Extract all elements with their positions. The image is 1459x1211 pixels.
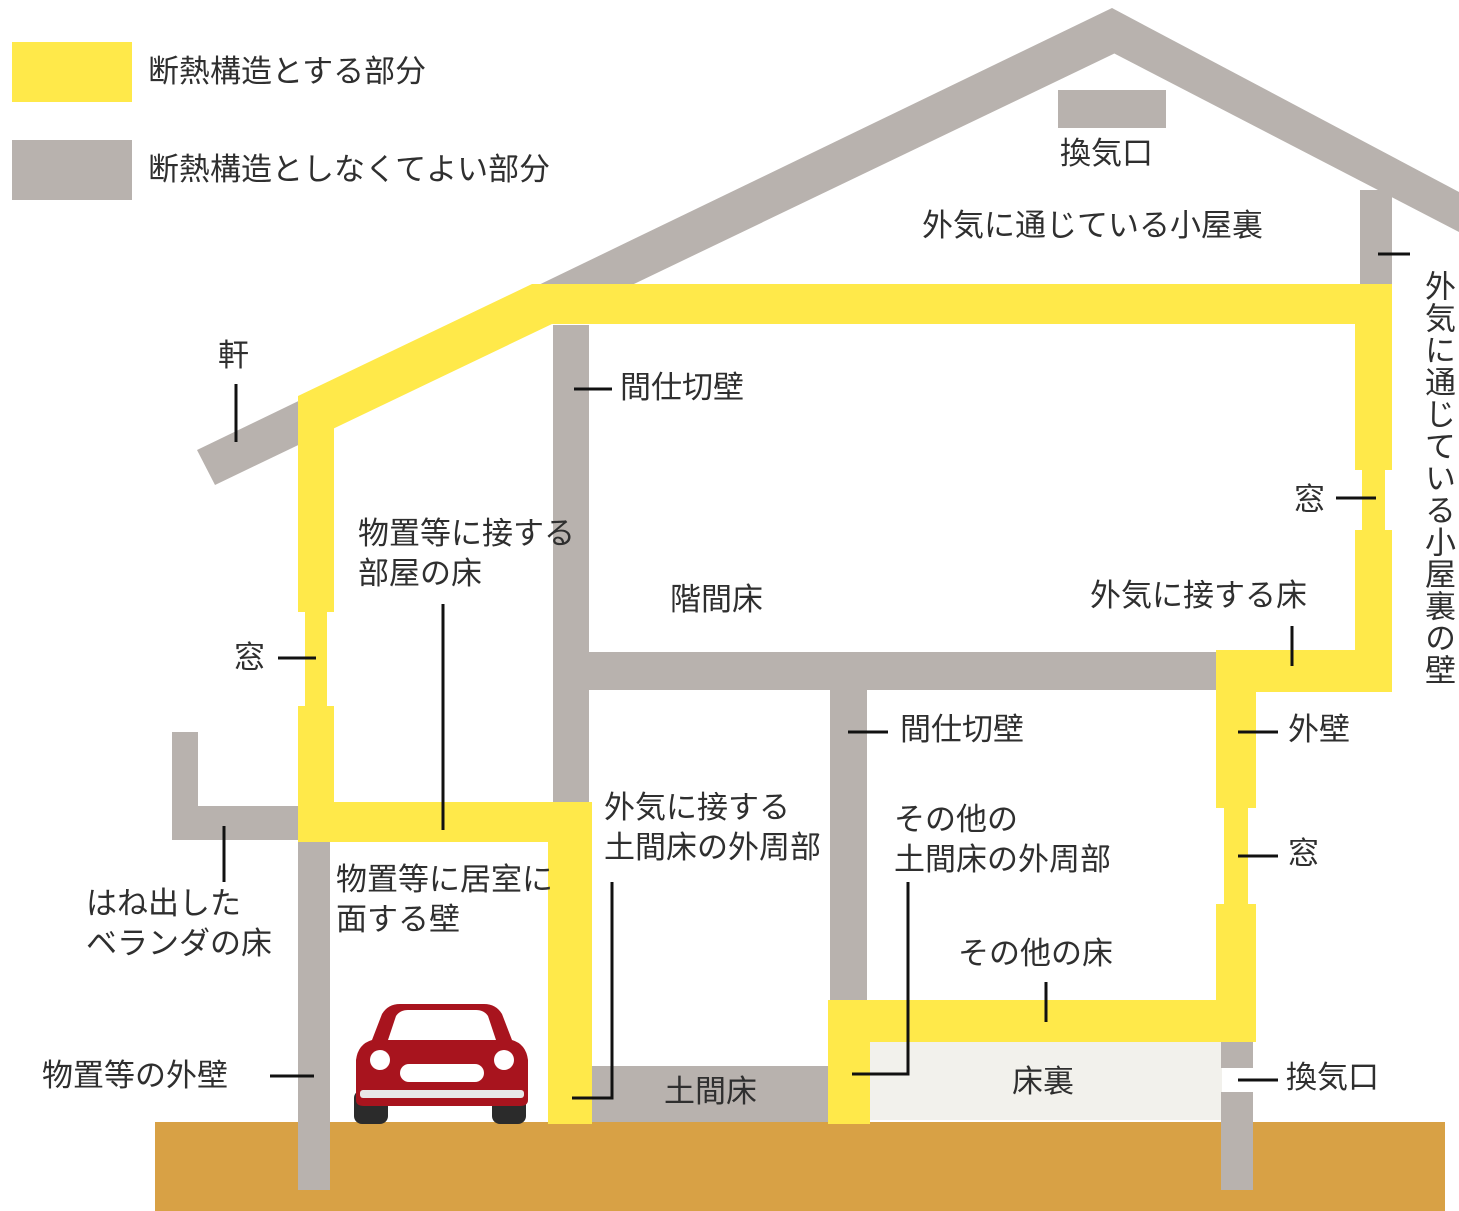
- label-earthen-perimeter-outside: 外気に接する 土間床の外周部: [604, 790, 821, 866]
- partition-upper: [553, 325, 589, 813]
- crawl-space-fill: [866, 1040, 1222, 1120]
- roof-right: [1096, 8, 1459, 232]
- leader-earthen-perimeter-other: [852, 882, 910, 1076]
- label-attic-vented: 外気に通じている小屋裏: [922, 208, 1263, 244]
- earthen-floor: [592, 1066, 828, 1122]
- label-storage-wall-facing-room: 物置等に居室に 面する壁: [336, 862, 553, 938]
- sloped-ceiling: [298, 284, 552, 436]
- legend-label-insulated: 断熱構造とする部分: [148, 54, 427, 90]
- vent-top: [1058, 90, 1166, 128]
- label-floor-between-stories: 階間床: [670, 582, 763, 618]
- partition-lower: [830, 688, 867, 1000]
- car-grille: [400, 1064, 484, 1082]
- right-wall-upper: [1355, 284, 1392, 470]
- label-storage-room-floor: 物置等に接する 部屋の床: [358, 516, 575, 592]
- car-icon: [354, 1004, 528, 1124]
- label-other-floor: その他の床: [958, 936, 1113, 972]
- label-window-right-upper: 窓: [1294, 482, 1325, 518]
- label-vent-top: 換気口: [1060, 136, 1153, 172]
- leader-lines: [222, 252, 1410, 1100]
- legend-swatch-not-insulated: [12, 140, 132, 200]
- veranda-floor: [172, 806, 298, 840]
- label-exterior-wall: 外壁: [1288, 712, 1350, 748]
- label-earthen-perimeter-other: その他の 土間床の外周部: [894, 802, 1111, 878]
- ceiling: [532, 284, 1392, 324]
- storage-exterior-wall: [298, 840, 330, 1190]
- storage-wall-facing-room: [548, 802, 592, 1124]
- label-vent-bottom: 換気口: [1286, 1060, 1379, 1096]
- label-veranda-floor: はね出した ベランダの床: [86, 886, 272, 962]
- label-floor-exposed-outside: 外気に接する床: [1090, 578, 1307, 614]
- car-windshield: [388, 1010, 496, 1040]
- car-bumper: [360, 1090, 524, 1098]
- vent-post-bottom: [1221, 1092, 1253, 1190]
- label-attic-wall-vertical: 外気に通じている小屋裏の壁: [1419, 270, 1455, 686]
- label-storage-exterior-wall: 物置等の外壁: [42, 1058, 228, 1094]
- exterior-wall: [1216, 650, 1256, 808]
- label-partition-upper: 間仕切壁: [620, 370, 744, 406]
- label-eave: 軒: [218, 338, 249, 374]
- label-partition-lower: 間仕切壁: [900, 712, 1024, 748]
- floor-between-stories: [553, 652, 1218, 690]
- attic-wall: [1360, 190, 1392, 286]
- vent-post-top: [1221, 1042, 1253, 1068]
- earthen-floor-perimeter-other: [828, 1000, 870, 1124]
- storage-room-floor: [298, 802, 592, 842]
- left-wall-upper: [298, 396, 334, 612]
- legend-label-not-insulated: 断熱構造としなくてよい部分: [148, 152, 551, 188]
- label-earthen-floor: 土間床: [664, 1074, 757, 1110]
- other-floor: [828, 1000, 1256, 1042]
- label-window-right-lower: 窓: [1288, 836, 1319, 872]
- left-wall-lower: [298, 706, 334, 816]
- window-right-upper-frame: [1362, 470, 1385, 530]
- car-headlight-left: [370, 1050, 390, 1070]
- insulated-parts: [298, 284, 1392, 1124]
- label-crawl-space: 床裏: [1012, 1064, 1074, 1100]
- leader-earthen-perimeter-outside: [572, 882, 614, 1100]
- legend-swatch-insulated: [12, 42, 132, 102]
- label-window-left: 窓: [234, 640, 265, 676]
- car-headlight-right: [494, 1050, 514, 1070]
